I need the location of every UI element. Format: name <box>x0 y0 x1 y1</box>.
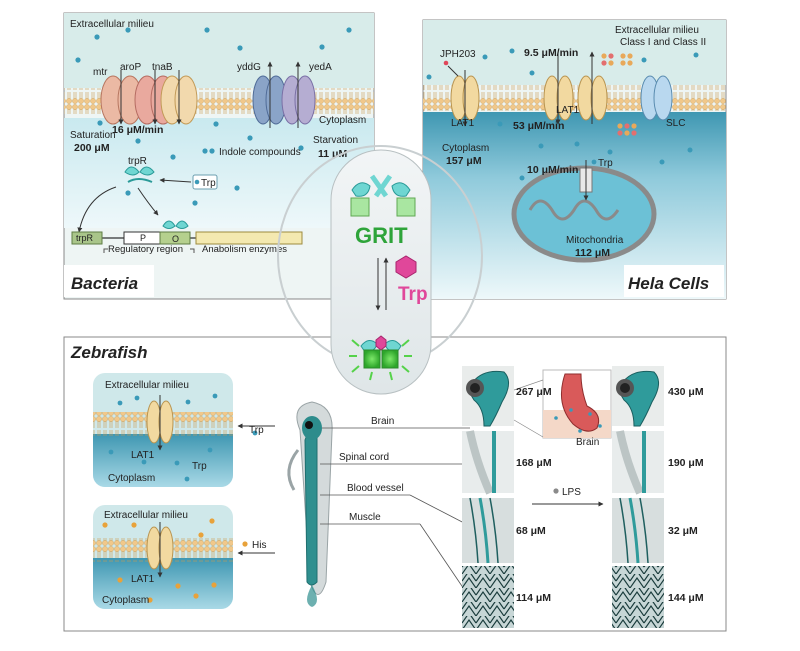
inset-brain-label: Brain <box>576 437 599 448</box>
before-brain-value: 267 μM <box>516 386 552 398</box>
lat1-transporter-mid <box>543 75 608 121</box>
mito-value: 112 μM <box>575 247 610 259</box>
tile-spinal-after <box>612 430 664 495</box>
starvation-value: 11 μM <box>318 148 347 160</box>
center-sensor: GRIT Trp <box>277 145 483 395</box>
cell-trp-extracellular: Extracellular milieu <box>105 380 189 391</box>
mito-label: Mitochondria <box>566 235 624 246</box>
bacteria-panel-title: Bacteria <box>71 274 138 293</box>
operon-operator-box <box>159 231 191 245</box>
zebrafish-panel-title: Zebrafish <box>70 343 148 362</box>
bacteria-panel: Extracellular milieu mtr aroP tnaB <box>63 12 375 300</box>
transporter-label-arop: aroP <box>120 62 141 73</box>
cell-his-extracellular: Extracellular milieu <box>104 510 188 521</box>
lat1-transporter-left <box>450 75 480 121</box>
transporter-label-yeda: yedA <box>309 62 332 73</box>
yeda-transporter <box>281 75 316 125</box>
tile-brain-before <box>462 366 514 427</box>
ligand-name: Trp <box>398 284 428 305</box>
tissue-brain: Brain <box>371 416 394 427</box>
mito-trp-label: Trp <box>598 158 613 169</box>
trp-tag <box>192 174 218 190</box>
transporter-label-yddg: yddG <box>237 62 261 73</box>
cell-trp-lat1: LAT1 <box>131 450 155 461</box>
hela-cytoplasm-value: 157 μM <box>446 155 482 167</box>
slc-transporter <box>640 75 673 121</box>
hela-rate-out: 53 μM/min <box>513 120 564 132</box>
transporter-label-tnab: tnaB <box>152 62 173 73</box>
hela-lat1-left-label: LAT1 <box>451 118 475 129</box>
hela-panel: Extracellular milieu JPH203 9.5 μM/min C… <box>422 19 727 300</box>
tile-vessel-before <box>462 497 514 564</box>
mito-rate: 10 μM/min <box>527 164 578 176</box>
after-brain-value: 430 μM <box>668 386 704 398</box>
class-molecules <box>601 53 637 136</box>
starvation-label: Starvation <box>313 135 358 146</box>
saturation-value: 200 μM <box>74 142 110 154</box>
hela-slc-label: SLC <box>666 118 685 129</box>
arrow-his-label: His <box>252 540 266 551</box>
before-muscle-value: 114 μM <box>516 592 551 604</box>
tile-vessel-after <box>612 497 664 564</box>
jph203-molecule <box>443 60 449 66</box>
operon-trpr-box <box>71 231 103 245</box>
tissue-muscle: Muscle <box>349 512 381 523</box>
regulatory-region-label: Regulatory region <box>108 244 183 255</box>
cell-trp <box>93 373 233 487</box>
yddg-transporter <box>252 75 287 125</box>
hela-cytoplasm-label: Cytoplasm <box>442 143 489 154</box>
cell-his-cytoplasm: Cytoplasm <box>102 595 149 606</box>
hela-classes-label: Class I and Class II <box>620 37 706 48</box>
brain-inset <box>542 369 612 439</box>
zebrafish-panel: Zebrafish Extracellular milieu LAT1 Trp … <box>63 336 727 632</box>
hela-extracellular-label: Extracellular milieu <box>615 25 699 36</box>
anabolism-label: Anabolism enzymes <box>202 244 287 255</box>
bacteria-cytoplasm-label: Cytoplasm <box>319 115 366 126</box>
tile-spinal-before <box>462 430 514 495</box>
cell-his-lat1: LAT1 <box>131 574 155 585</box>
trpr-repressor <box>124 166 155 183</box>
bacteria-extracellular-label: Extracellular milieu <box>70 19 154 30</box>
cell-his <box>93 505 233 609</box>
tile-brain-after <box>612 366 664 427</box>
operon-promoter-label: P <box>140 233 146 243</box>
arrow-trp-label: Trp <box>249 425 264 436</box>
after-muscle-value: 144 μM <box>668 592 704 604</box>
indole-label: Indole compounds <box>219 147 301 158</box>
tissue-blood-vessel: Blood vessel <box>347 483 404 494</box>
trp-ligand <box>395 255 417 279</box>
hela-lat1-mid-label: LAT1 <box>556 105 580 116</box>
trp-molecules <box>75 27 352 206</box>
trpr-label: trpR <box>128 156 147 167</box>
before-spinal-value: 168 μM <box>516 457 552 469</box>
saturation-label: Saturation <box>70 130 116 141</box>
hela-panel-title: Hela Cells <box>628 274 709 293</box>
bacteria-uptake-rate: 16 μM/min <box>112 124 163 136</box>
cell-trp-cytoplasm: Cytoplasm <box>108 473 155 484</box>
operon-trpr-label: trpR <box>76 233 94 243</box>
after-spinal-value: 190 μM <box>668 457 704 469</box>
cell-trp-trp-label: Trp <box>192 461 207 472</box>
before-vessel-value: 68 μM <box>516 525 546 537</box>
anabolism-enzymes-box <box>195 231 303 245</box>
tissue-spinal-cord: Spinal cord <box>339 452 389 463</box>
mtr-transporter <box>100 75 143 125</box>
lps-label: LPS <box>562 487 581 498</box>
after-vessel-value: 32 μM <box>668 525 698 537</box>
jph203-label: JPH203 <box>440 49 476 60</box>
hela-rate-in: 9.5 μM/min <box>524 47 578 59</box>
transporter-label-mtr: mtr <box>93 67 108 78</box>
zebrafish-larva <box>287 401 333 607</box>
tile-muscle-after <box>612 566 664 628</box>
tile-muscle-before <box>462 566 514 628</box>
bacteria-trp-label: Trp <box>201 178 216 189</box>
glow-rays <box>349 339 412 381</box>
operon-operator-label: O <box>172 234 179 244</box>
sensor-name: GRIT <box>355 223 408 248</box>
tnab-transporter <box>160 75 198 125</box>
